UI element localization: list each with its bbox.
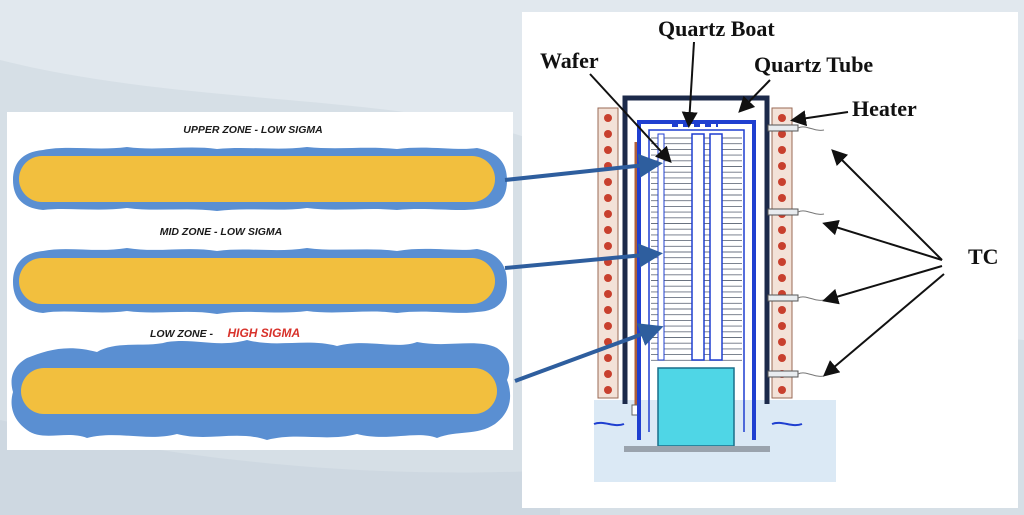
tc-probe: [767, 370, 799, 378]
right-heater-coil: [778, 354, 786, 362]
upper-zone-label: UPPER ZONE - LOW SIGMA: [183, 124, 322, 136]
film-uniformity-drawing: UPPER ZONE - LOW SIGMA MID ZONE - LOW SI…: [11, 124, 511, 440]
quartz-boat-pointer: [681, 41, 698, 128]
gas-line-right: [771, 421, 803, 427]
left-heater-coil: [604, 146, 612, 154]
tc-probe: [767, 294, 799, 302]
right-heater-coil: [778, 146, 786, 154]
film-uniformity-panel: UPPER ZONE - LOW SIGMA MID ZONE - LOW SI…: [7, 112, 513, 450]
heater-pointer: [790, 110, 849, 127]
tc-probe: [767, 208, 799, 216]
low-zone-label: LOW ZONE - HIGH SIGMA: [150, 324, 300, 341]
wafer-pointer: [589, 73, 672, 163]
quartz-boat-label: Quartz Boat: [658, 16, 775, 41]
boat-rod-left: [657, 133, 665, 361]
wafer-label: Wafer: [540, 48, 599, 73]
left-heater-coil: [604, 370, 612, 378]
tc-pointer-4: [822, 273, 945, 377]
left-heater-coil: [604, 258, 612, 266]
left-heater-coil: [604, 322, 612, 330]
mid-zone-wafer: [19, 258, 495, 304]
right-heater-coil: [778, 306, 786, 314]
left-heater-coil: [604, 178, 612, 186]
furnace-panel: Quartz Boat Quartz Tube Wafer Heater TC: [522, 12, 1018, 508]
right-heater-coil: [778, 226, 786, 234]
tc-probe-lead: [797, 296, 825, 301]
tc-probe-lead: [797, 126, 825, 131]
pedestal: [657, 367, 735, 447]
left-heater-coil: [604, 114, 612, 122]
right-heater-coil: [778, 338, 786, 346]
left-heater-coil: [604, 242, 612, 250]
boat-rod-right: [709, 133, 723, 361]
tc-probes: [767, 124, 825, 378]
low-zone-wafer: [21, 368, 497, 414]
tc-label: TC: [968, 244, 999, 269]
left-heater-coil: [604, 274, 612, 282]
left-heater-coil: [604, 354, 612, 362]
heater-right: [771, 107, 793, 399]
tc-pointer-1: [831, 149, 943, 261]
tc-pointer-2: [822, 219, 943, 261]
boat-rod-center: [691, 133, 705, 361]
base-plate: [624, 446, 770, 452]
furnace-drawing: Quartz Boat Quartz Tube Wafer Heater TC: [540, 16, 999, 482]
tc-probe-lead: [797, 210, 825, 215]
right-heater-coil: [778, 242, 786, 250]
right-heater-coil: [778, 130, 786, 138]
upper-zone-wafer: [19, 156, 495, 202]
left-heater-coil: [604, 290, 612, 298]
right-heater-coil: [778, 114, 786, 122]
right-heater-coil: [778, 322, 786, 330]
right-heater-coil: [778, 386, 786, 394]
left-heater-coil: [604, 338, 612, 346]
left-heater-coil: [604, 130, 612, 138]
low-zone-label-prefix: LOW ZONE -: [150, 328, 213, 340]
tc-probe-lead: [797, 372, 825, 377]
gas-line-left: [593, 421, 625, 427]
tc-probe: [767, 124, 799, 132]
pointer-lines: [589, 41, 945, 377]
left-heater-coil: [604, 194, 612, 202]
high-sigma-label: HIGH SIGMA: [227, 326, 300, 340]
mid-zone-label: MID ZONE - LOW SIGMA: [160, 226, 283, 238]
left-heater-coil: [604, 210, 612, 218]
tc-pointer-3: [822, 265, 943, 305]
left-heater-coil: [604, 386, 612, 394]
left-heater-coil: [604, 226, 612, 234]
quartz-tube-label: Quartz Tube: [754, 52, 873, 77]
quartz-tube-pointer: [738, 79, 771, 113]
right-heater-coil: [778, 178, 786, 186]
quartz-boat-inner: [648, 129, 745, 432]
left-heater-coil: [604, 306, 612, 314]
right-heater-coil: [778, 274, 786, 282]
right-heater-coil: [778, 194, 786, 202]
right-heater-coil: [778, 162, 786, 170]
heater-label: Heater: [852, 96, 917, 121]
left-heater-coil: [604, 162, 612, 170]
quartz-tube: [622, 95, 770, 404]
right-heater-coil: [778, 258, 786, 266]
